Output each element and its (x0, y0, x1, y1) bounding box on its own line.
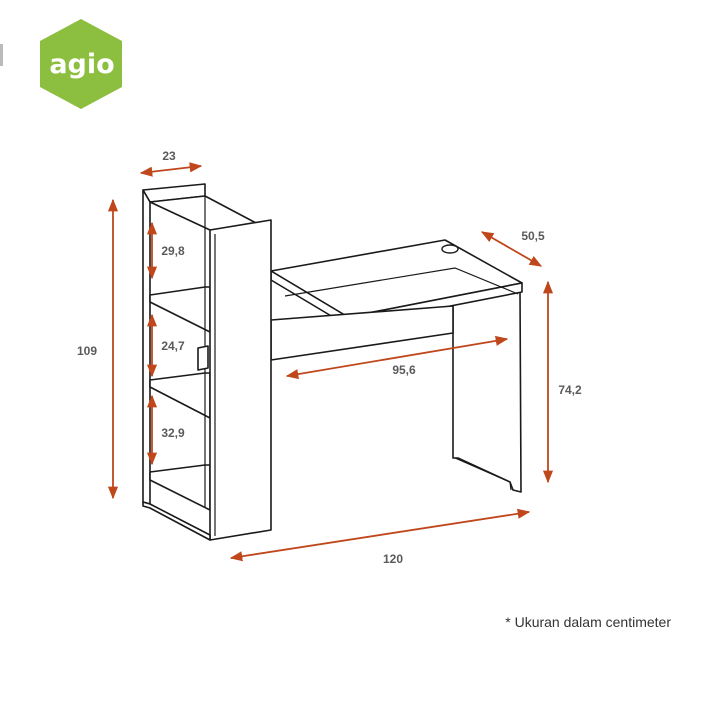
label-total-width: 120 (383, 552, 403, 566)
logo-text: agio (49, 49, 114, 80)
desk-top-edge-line (284, 267, 519, 297)
dimension-labels: 23 109 29,8 24,7 32,9 50,5 74,2 95,6 120 (77, 149, 582, 566)
label-shelf-width: 23 (162, 149, 176, 163)
left-edge-mark (0, 44, 3, 66)
units-footnote: * Ukuran dalam centimeter (505, 614, 671, 630)
label-total-height: 109 (77, 344, 97, 358)
dim-arrow-desk-inner-width (285, 335, 509, 380)
shelf-board-2 (149, 372, 211, 419)
shelf-small-bracket (197, 345, 209, 371)
cable-grommet (441, 244, 459, 254)
desk-drawing (142, 183, 523, 541)
label-desk-depth: 50,5 (521, 229, 545, 243)
dim-arrow-desk-depth (480, 231, 543, 267)
label-desk-inner-width: 95,6 (392, 363, 416, 377)
shelf-front-panel (209, 219, 272, 541)
dim-arrow-total-width (229, 508, 531, 562)
label-shelf-gap-bottom: 32,9 (161, 426, 185, 440)
brand-logo: agio (40, 19, 122, 109)
dim-arrow-shelf-width (139, 162, 203, 177)
shelf-board-bottom (149, 464, 211, 511)
desk-right-leg-foot (454, 457, 512, 491)
shelf-left-panel (142, 189, 151, 505)
shelf-base (142, 501, 211, 541)
label-desk-height: 74,2 (558, 383, 582, 397)
dimension-lines (107, 162, 554, 562)
label-shelf-gap-middle: 24,7 (161, 339, 185, 353)
label-shelf-gap-top: 29,8 (161, 244, 185, 258)
shelf-board-1 (149, 286, 211, 333)
logo-hexagon (40, 19, 122, 109)
